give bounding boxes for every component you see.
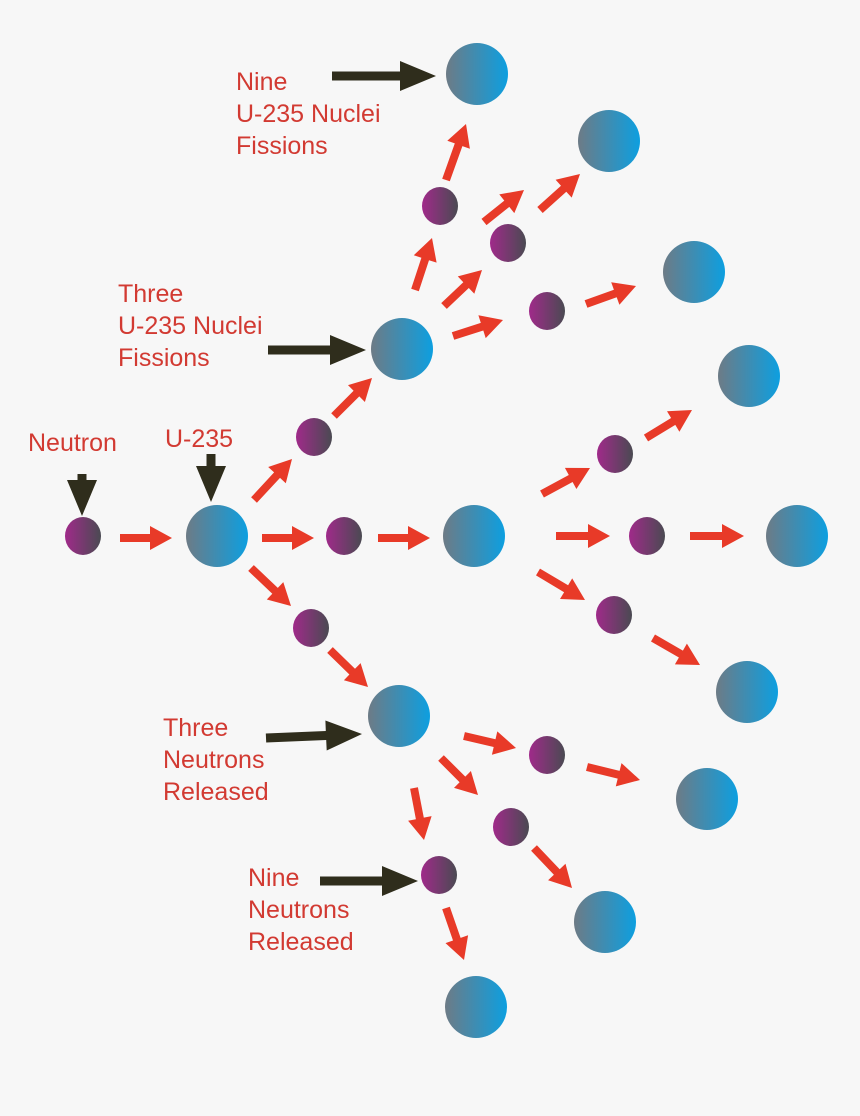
neutron-particle: [421, 856, 457, 894]
label-u235: U-235: [165, 423, 233, 455]
neutron-arrow: [586, 763, 640, 787]
neutron-arrow: [327, 647, 368, 687]
u235-nucleus: [766, 505, 828, 567]
u235-nucleus: [186, 505, 248, 567]
label-nine-neutrons: Nine Neutrons Released: [248, 862, 354, 958]
pointer-arrow-three-neutrons: [265, 720, 362, 751]
neutron-particle: [529, 292, 565, 330]
label-neutron-text: Neutron: [28, 429, 117, 457]
neutron-arrow: [441, 270, 482, 309]
neutron-arrow: [408, 787, 432, 840]
neutron-arrow: [584, 282, 636, 308]
u235-nucleus: [718, 345, 780, 407]
u235-nucleus: [663, 241, 725, 303]
u235-nucleus: [371, 318, 433, 380]
neutron-arrow: [463, 731, 516, 755]
pointer-arrow-three-fissions: [268, 335, 366, 365]
neutron-particle: [529, 736, 565, 774]
neutron-arrow: [537, 174, 580, 213]
label-three-neutrons: Three Neutrons Released: [163, 712, 269, 808]
label-three-fissions: Three U-235 Nuclei Fissions: [118, 278, 263, 374]
neutron-arrow: [481, 190, 524, 226]
label-line: Three: [163, 714, 229, 742]
u235-nucleus: [574, 891, 636, 953]
pointer-arrow-neutron: [67, 474, 97, 516]
neutron-particle: [596, 596, 632, 634]
neutron-particle: [293, 609, 329, 647]
pointer-arrow-nine-neutrons: [320, 866, 418, 896]
neutron-arrow: [411, 238, 437, 292]
neutron-arrow: [690, 524, 744, 548]
neutron-arrow: [378, 526, 430, 550]
neutron-arrow: [442, 906, 469, 960]
neutron-arrow: [556, 524, 610, 548]
neutron-particle: [597, 435, 633, 473]
label-line: U-235 Nuclei: [236, 100, 381, 128]
label-line: Released: [163, 778, 269, 806]
neutron-particle: [326, 517, 362, 555]
neutron-particle: [493, 808, 529, 846]
label-u235-text: U-235: [165, 425, 234, 453]
neutron-arrow: [442, 124, 470, 182]
neutron-arrow: [262, 526, 314, 550]
label-line: Neutrons: [163, 746, 265, 774]
neutron-particle: [422, 187, 458, 225]
neutron-arrow: [251, 459, 292, 503]
particles-layer: [65, 43, 828, 1038]
u235-nucleus: [578, 110, 640, 172]
u235-nucleus: [368, 685, 430, 747]
label-line: Three: [118, 280, 184, 308]
neutron-arrow: [651, 634, 700, 665]
neutron-arrow: [531, 845, 572, 888]
neutron-arrow: [643, 410, 692, 442]
label-line: Released: [248, 928, 354, 956]
arrows-layer: [67, 61, 744, 960]
neutron-arrow: [248, 565, 291, 606]
label-neutron: Neutron: [28, 427, 117, 459]
neutron-particle: [65, 517, 101, 555]
neutron-arrow: [536, 568, 585, 600]
label-line: U-235 Nuclei: [118, 312, 263, 340]
u235-nucleus: [446, 43, 508, 105]
pointer-arrow-u235: [196, 454, 226, 502]
u235-nucleus: [445, 976, 507, 1038]
u235-nucleus: [716, 661, 778, 723]
neutron-particle: [629, 517, 665, 555]
neutron-particle: [296, 418, 332, 456]
label-nine-fissions: Nine U-235 Nuclei Fissions: [236, 66, 381, 162]
pointer-arrow-nine-fissions: [332, 61, 436, 91]
label-line: Nine: [248, 864, 300, 892]
label-line: Nine: [236, 68, 288, 96]
label-line: Neutrons: [248, 896, 350, 924]
neutron-arrow: [438, 755, 478, 795]
neutron-arrow: [451, 315, 503, 340]
label-line: Fissions: [118, 344, 210, 372]
neutron-arrow: [540, 467, 590, 498]
neutron-particle: [490, 224, 526, 262]
neutron-arrow: [120, 526, 172, 550]
u235-nucleus: [443, 505, 505, 567]
u235-nucleus: [676, 768, 738, 830]
label-line: Fissions: [236, 132, 328, 160]
neutron-arrow: [331, 378, 372, 419]
